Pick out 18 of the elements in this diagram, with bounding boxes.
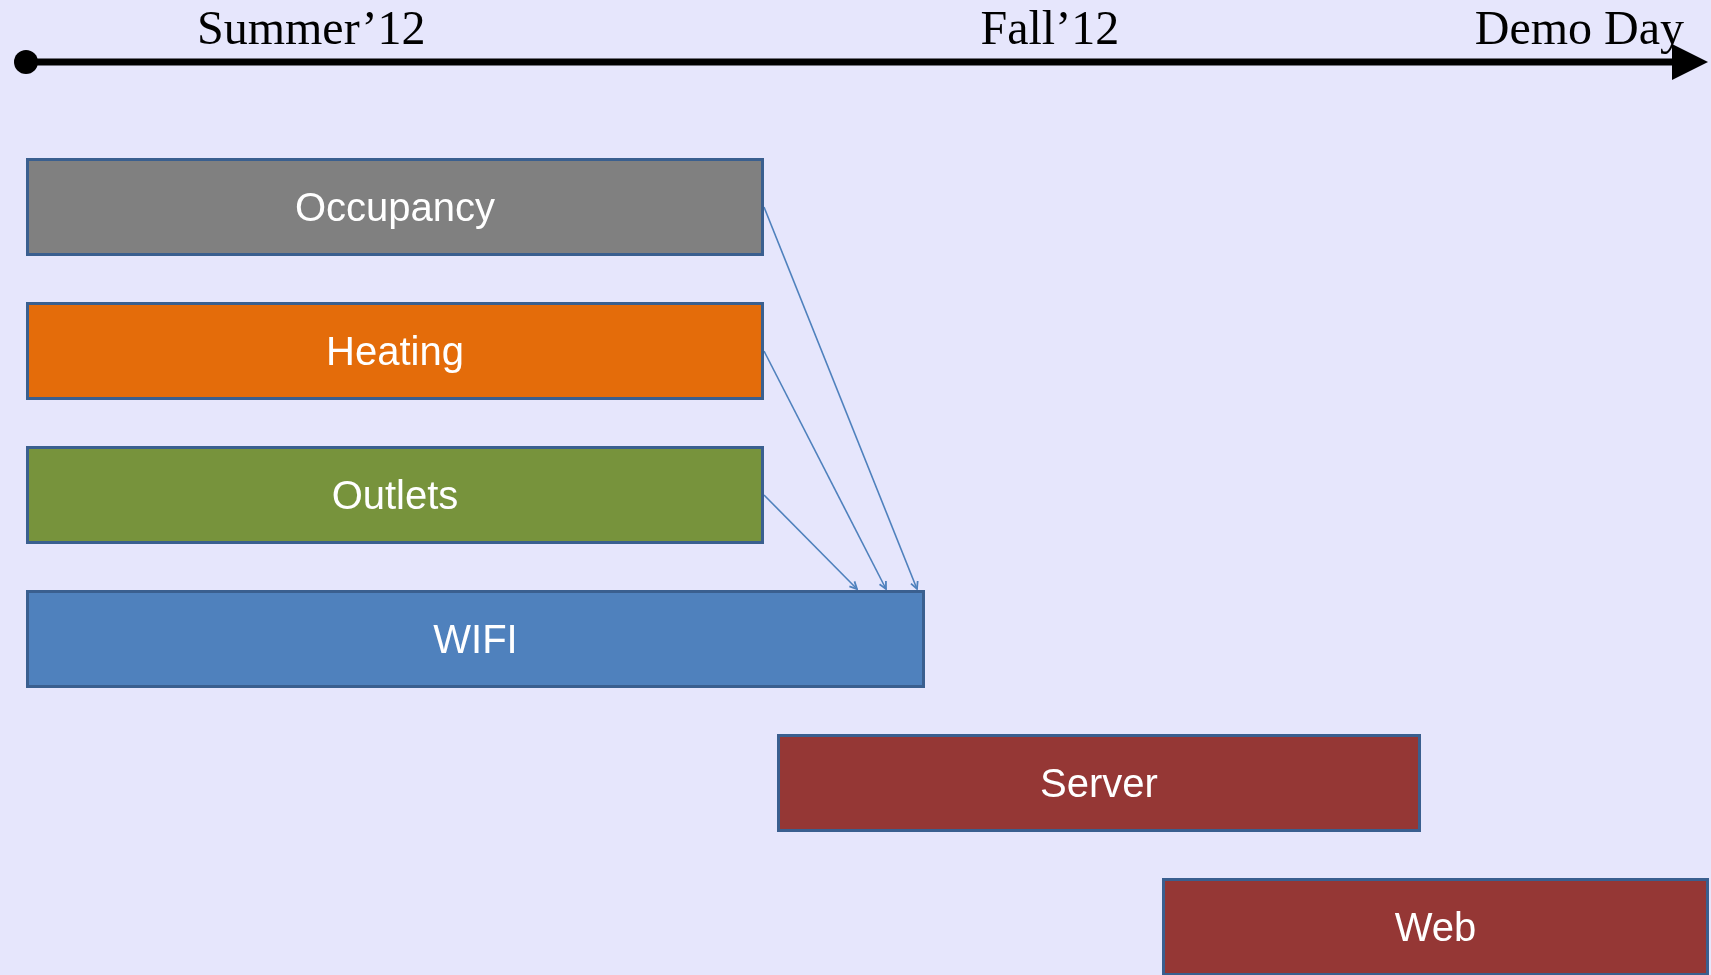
timeline-label: Demo Day	[1474, 4, 1684, 52]
arrow	[763, 350, 887, 590]
task-label: Occupancy	[294, 184, 496, 230]
timeline-label: Fall’12	[980, 4, 1120, 52]
timeline-label: Summer’12	[197, 4, 426, 52]
task-label: Outlets	[331, 472, 459, 518]
task-label: Web	[1394, 904, 1477, 950]
arrow	[763, 206, 919, 590]
arrow	[763, 494, 858, 590]
task-bar	[26, 158, 764, 256]
task-bar	[26, 302, 764, 400]
task-bar	[26, 590, 925, 688]
task-bar	[777, 734, 1421, 832]
task-bar	[1162, 878, 1709, 975]
task-label: Server	[1040, 760, 1158, 806]
task-label: Heating	[326, 328, 464, 374]
task-label: WIFI	[433, 616, 518, 662]
task-bar	[26, 446, 764, 544]
